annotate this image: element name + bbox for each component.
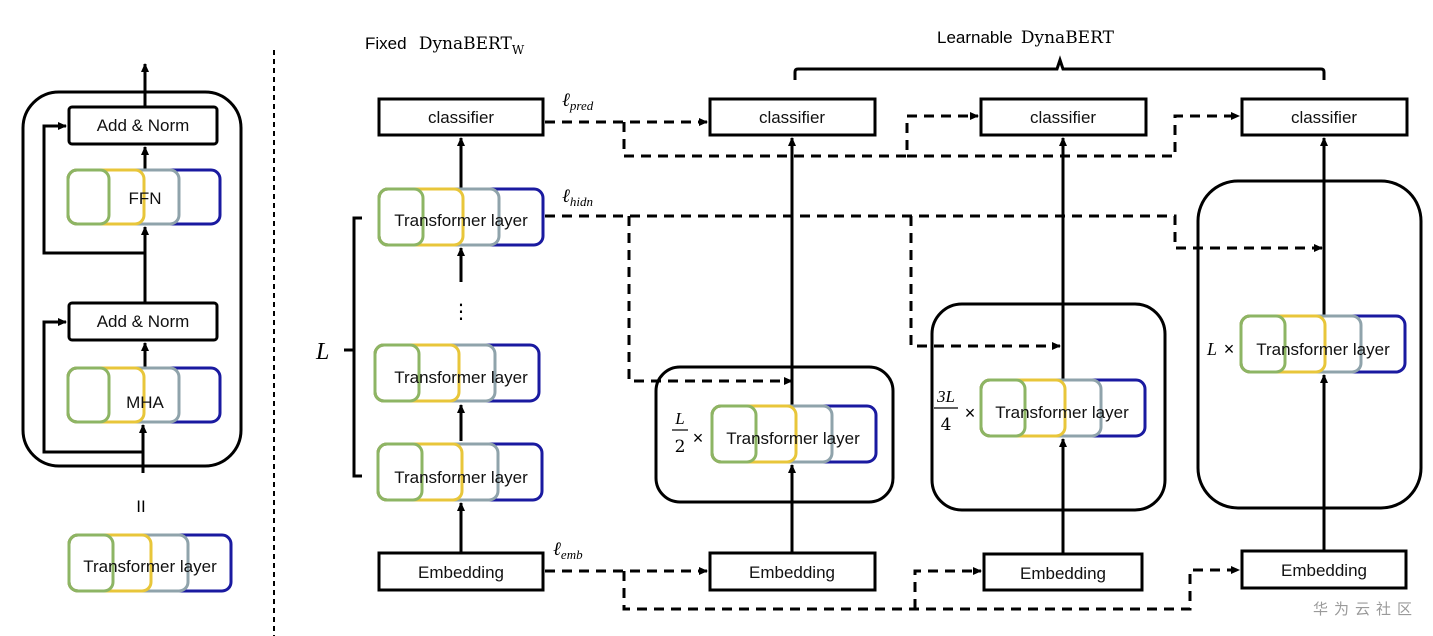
add-norm-bottom-label: Add & Norm <box>97 312 190 331</box>
half-classifier-box <box>708 97 877 137</box>
add-norm-top-label: Add & Norm <box>97 116 190 135</box>
mha-block <box>66 366 222 424</box>
fixed-embedding-box <box>377 551 545 592</box>
learnable-column-half: classifier Transformer layer L 2 × Embed… <box>654 97 895 592</box>
half-container <box>654 365 895 504</box>
fixed-classifier-box <box>377 97 545 137</box>
full-classifier-label: classifier <box>1291 108 1357 127</box>
pred-loss-paths <box>545 112 1240 158</box>
full-embedding-box <box>1240 549 1408 590</box>
transformer-block-outline <box>21 90 243 468</box>
tq-container <box>930 302 1167 512</box>
half-times: × <box>693 428 704 448</box>
learnable-dynabert: Learnable DynaBERT classifier Transforme… <box>654 28 1423 592</box>
full-container <box>1196 179 1423 510</box>
half-multiplier-num: L <box>674 409 684 428</box>
loss-emb-label: ℓemb <box>553 539 583 562</box>
legend-transformer-layer <box>67 533 233 593</box>
fixed-ellipsis: ⋮ <box>451 301 471 323</box>
watermark: 华为云社区 <box>1313 601 1418 618</box>
equals-sign: II <box>136 497 145 516</box>
tq-embedding-label: Embedding <box>1020 564 1106 583</box>
depth-bracket <box>352 216 362 478</box>
fixed-title: Fixed DynaBERTW <box>365 34 525 57</box>
loss-pred-label: ℓpred <box>562 90 594 113</box>
tq-times: × <box>965 403 976 423</box>
fixed-transformer-layer-mid-label: Transformer layer <box>394 368 528 387</box>
depth-label: L <box>315 339 329 365</box>
half-multiplier-den: 2 <box>675 437 686 457</box>
tq-multiplier-den: 4 <box>941 415 952 435</box>
half-classifier-label: classifier <box>759 108 825 127</box>
loss-hidn-label: ℓhidn <box>562 186 593 209</box>
half-embedding-box <box>708 551 877 592</box>
fixed-classifier-label: classifier <box>428 108 494 127</box>
tq-transformer-layer-label: Transformer layer <box>995 403 1129 422</box>
fixed-dynabert: Fixed DynaBERTW classifier Transformer l… <box>315 34 545 592</box>
emb-loss-paths <box>545 566 1240 611</box>
tq-multiplier-num: 3L <box>936 387 955 406</box>
hidn-loss-paths <box>545 214 1323 385</box>
full-embedding-label: Embedding <box>1281 561 1367 580</box>
ffn-block <box>66 168 222 226</box>
legend-transformer-layer-label: Transformer layer <box>83 557 217 576</box>
mha-residual-arrow <box>42 318 143 454</box>
tq-embedding-box <box>982 552 1144 592</box>
fixed-embedding-label: Embedding <box>418 563 504 582</box>
ffn-residual-arrow <box>42 122 145 255</box>
full-transformer-layer-label: Transformer layer <box>1256 340 1390 359</box>
learnable-brace <box>793 55 1326 80</box>
learnable-column-three-quarter: classifier Transformer layer 3L 4 × Embe… <box>930 97 1167 592</box>
half-transformer-layer-label: Transformer layer <box>726 429 860 448</box>
tq-classifier-box <box>979 97 1148 137</box>
add-norm-top-box <box>67 105 219 146</box>
full-times: × <box>1224 339 1235 359</box>
fixed-transformer-layer-top-label: Transformer layer <box>394 211 528 230</box>
add-norm-bottom-box <box>67 301 219 342</box>
learnable-title: Learnable DynaBERT <box>937 28 1115 48</box>
tq-classifier-label: classifier <box>1030 108 1096 127</box>
fixed-transformer-layer-bottom-label: Transformer layer <box>394 468 528 487</box>
left-panel: Add & Norm FFN Add & Norm MHA II <box>21 63 243 593</box>
ffn-label: FFN <box>128 189 161 208</box>
half-embedding-label: Embedding <box>749 563 835 582</box>
full-classifier-box <box>1240 97 1409 137</box>
mha-label: MHA <box>126 393 164 412</box>
full-multiplier: L <box>1206 339 1217 359</box>
learnable-column-full: classifier Transformer layer L × Embeddi… <box>1196 97 1423 590</box>
